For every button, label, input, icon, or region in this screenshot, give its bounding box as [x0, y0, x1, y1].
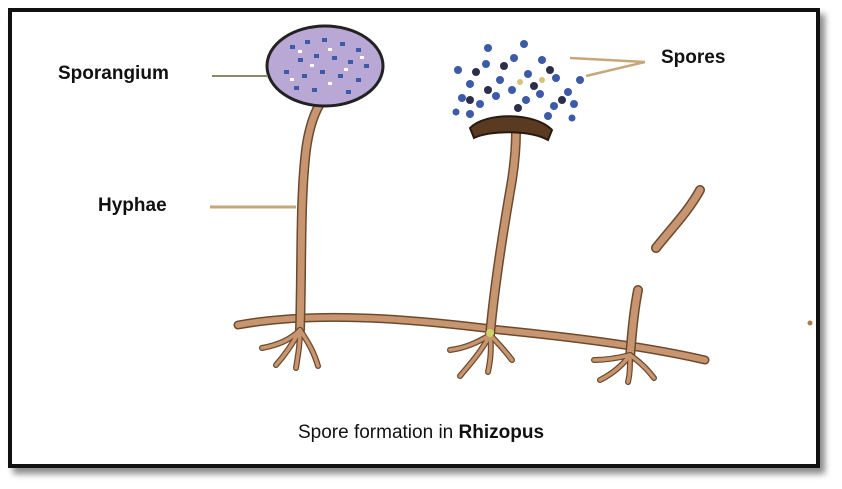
sporangium: [265, 24, 385, 108]
spores-leader: [569, 56, 646, 78]
sporangium-label: Sporangium: [58, 63, 169, 84]
hyphae-label: Hyphae: [98, 195, 167, 216]
caption-prefix: Spore formation in: [297, 422, 459, 443]
figure-frame: [8, 8, 820, 468]
figure-caption: Spore formation in Rhizopus: [0, 422, 842, 444]
released-spores: [452, 40, 584, 122]
columella: [468, 115, 554, 142]
caption-organism: Rhizopus: [458, 422, 545, 443]
spores-label: Spores: [661, 47, 726, 68]
